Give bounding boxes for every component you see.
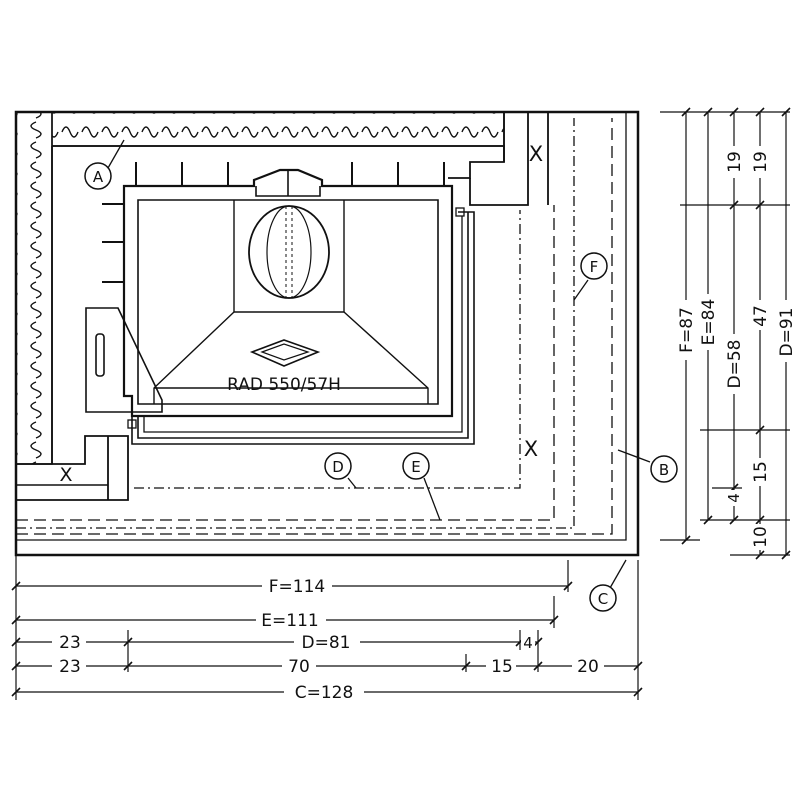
- callout-e: E: [411, 458, 420, 476]
- horizontal-dimension-labels: F=114 E=111 23 D=81 4 23 70 15 20 C=128: [52, 576, 604, 703]
- callout-b: B: [659, 461, 669, 479]
- fireplace-insert: RAD 550/57H: [85, 168, 475, 445]
- cross-marks: X X X: [59, 142, 543, 486]
- cross-mark-lower-left: X: [59, 464, 72, 486]
- dim-d-total: D=81: [302, 633, 351, 653]
- dim-v-e-total: E=84: [699, 299, 719, 346]
- dim-v-f-total: F=87: [677, 307, 697, 353]
- callout-f-circle: [580, 252, 608, 280]
- callout-a-circle: [84, 162, 112, 190]
- callout-e-circle: [402, 452, 430, 480]
- callouts: A B C D E F: [84, 139, 678, 612]
- dim-c-total: C=128: [295, 683, 354, 703]
- callout-f: F: [590, 258, 599, 276]
- callout-d: D: [332, 458, 344, 476]
- model-label: RAD 550/57H: [227, 375, 341, 395]
- dim-f-total: F=114: [269, 577, 325, 597]
- anchor-ribs: [102, 162, 445, 283]
- dim-v-b-top: 19: [751, 151, 771, 173]
- clearance-lines: [16, 112, 627, 541]
- callout-a: A: [93, 168, 104, 186]
- callout-b-circle: [650, 455, 678, 483]
- dim-c-right: 20: [577, 657, 599, 677]
- vertical-dimension-labels: F=87 E=84 D=58 19 D=91 19 47 15 4 10: [677, 146, 797, 550]
- dim-v-d-bottom: 10: [751, 526, 771, 548]
- callout-c: C: [598, 590, 608, 608]
- dim-v-d-total: D=58: [725, 340, 745, 389]
- dim-c-mid: 70: [288, 657, 310, 677]
- dim-d-right: 4: [523, 634, 533, 652]
- dim-v-b-mid: 47: [751, 305, 771, 327]
- dim-c-mid-right: 15: [491, 657, 513, 677]
- dim-v-d-top: 19: [725, 151, 745, 173]
- dim-c-left: 23: [59, 657, 81, 677]
- cross-mark-lower-right: X: [524, 437, 538, 461]
- inner-masonry: [16, 112, 549, 501]
- dim-d-left: 23: [59, 633, 81, 653]
- dim-v-b-bottom: 15: [751, 461, 771, 483]
- callout-c-circle: [589, 584, 617, 612]
- dim-v-e-bottom: 4: [725, 493, 743, 503]
- callout-d-circle: [324, 452, 352, 480]
- cross-mark-upper-right: X: [529, 142, 543, 166]
- dim-v-d-full: D=91: [777, 308, 797, 357]
- dim-e-total: E=111: [261, 611, 318, 631]
